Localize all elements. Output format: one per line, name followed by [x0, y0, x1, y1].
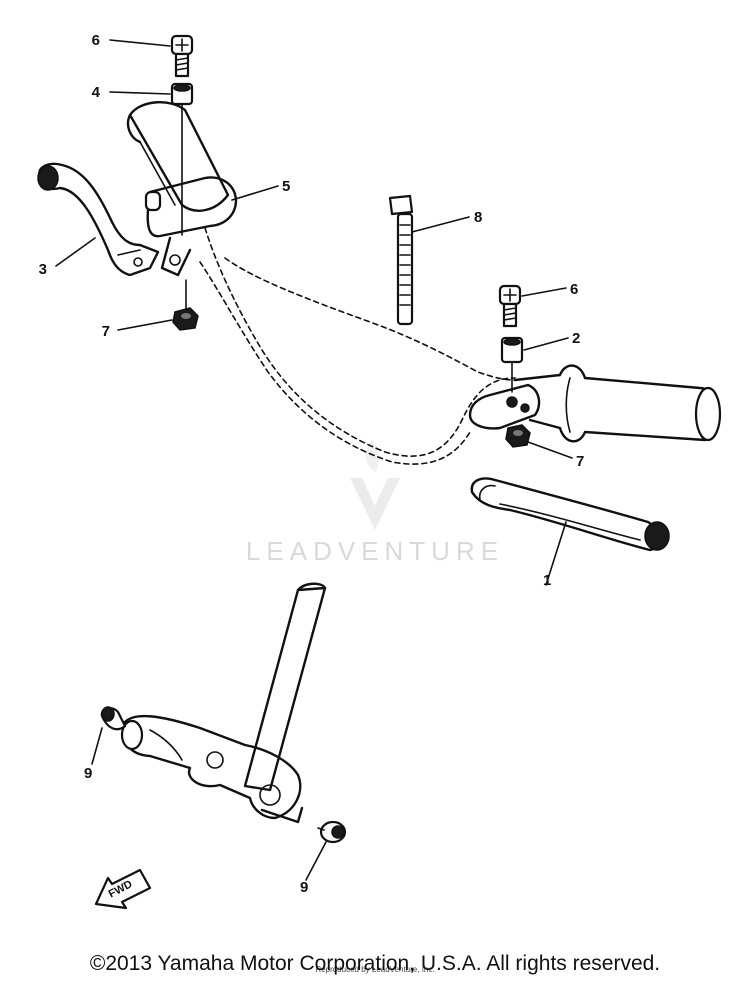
callout-1: 1 — [543, 572, 551, 589]
callout-9-bottom: 9 — [300, 879, 308, 896]
left-grip — [126, 101, 230, 212]
nut-right — [505, 424, 531, 448]
handlebar — [199, 227, 516, 465]
cap-bolt-left — [100, 706, 127, 731]
collar-top-left — [170, 82, 194, 106]
callout-8: 8 — [474, 209, 482, 226]
right-lever-holder — [468, 383, 541, 430]
callout-7-right: 7 — [576, 453, 584, 470]
copyright-notice: ©2013 Yamaha Motor Corporation, U.S.A. A… — [89, 952, 661, 975]
left-clutch-lever — [37, 162, 160, 277]
watermark-logo — [350, 440, 400, 530]
bolt-right — [498, 284, 522, 328]
nut-left — [172, 307, 199, 331]
bolt-top-left — [170, 34, 194, 78]
callout-7-left: 7 — [102, 323, 110, 340]
right-brake-lever — [470, 477, 670, 552]
callout-3: 3 — [39, 261, 47, 278]
cap-bolt-bottom — [317, 820, 347, 844]
left-lever-holder — [144, 176, 238, 277]
cable-tie — [388, 194, 414, 326]
callout-2: 2 — [572, 330, 580, 347]
callout-9-left: 9 — [84, 765, 92, 782]
callout-4: 4 — [92, 84, 101, 101]
fwd-arrow: FWD — [94, 868, 152, 910]
leader-lines — [55, 39, 573, 881]
watermark-text: LEADVENTURE — [246, 536, 504, 566]
right-grip — [513, 364, 722, 443]
callout-6-right: 6 — [570, 281, 578, 298]
callout-5: 5 — [282, 178, 290, 195]
callout-6-top: 6 — [92, 32, 100, 49]
fine-print: Reproduced by LeadVenture, Inc. — [315, 965, 434, 974]
steering-stem — [120, 582, 327, 824]
collar-right — [500, 336, 524, 364]
